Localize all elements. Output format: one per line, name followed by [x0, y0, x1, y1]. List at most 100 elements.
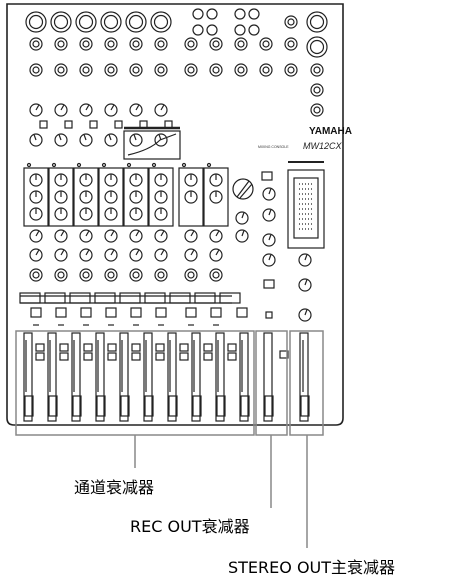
comp-switch-1: [40, 121, 47, 128]
aux-jack-top-ring: [285, 16, 297, 28]
line-jack-0-3-hole: [108, 41, 114, 47]
stereo-line-jack-1-2-ring: [235, 64, 247, 76]
line-jack-0-4-ring: [130, 38, 142, 50]
pan-knob-6-hole: [158, 272, 164, 278]
line-jack-1-2: [80, 64, 92, 76]
stereo-line-jack-1-3: [260, 64, 272, 76]
stereo-line-jack-1-0-hole: [188, 67, 194, 73]
aux2-knob-2-pointer: [61, 250, 64, 255]
aux1-knob-2: [55, 230, 67, 242]
aux-jack-1-ring: [285, 38, 297, 50]
line-jack-1-1-hole: [58, 67, 64, 73]
pan-knob-7-ring: [185, 269, 197, 281]
stereo-line-jack-0-0-hole: [188, 41, 194, 47]
comp-knob-4: [105, 104, 117, 116]
eq-knob-8-1: [210, 191, 222, 203]
peak-led-7: [183, 164, 186, 167]
on-button-3: [81, 308, 91, 317]
fader-btn-b-3: [84, 353, 92, 360]
line-jack-0-5-hole: [158, 41, 164, 47]
pan-knob-4-hole: [108, 272, 114, 278]
aux-jack-2-ring: [285, 64, 297, 76]
comp-knob-1-pointer: [36, 105, 39, 110]
xlr-input-6-inner: [155, 16, 168, 29]
aux-jack-2-hole: [288, 67, 294, 73]
out-jack-2-ring: [311, 84, 323, 96]
master-knob-2-pointer: [269, 210, 271, 215]
aux2-knob-3-pointer: [86, 250, 89, 255]
stereo-line-jack-0-2-ring: [235, 38, 247, 50]
eq-knob-1-0: [30, 174, 42, 186]
mute-strip-0: [20, 293, 40, 303]
eq-knob-5-1: [130, 191, 142, 203]
aux2-knob-7: [185, 249, 197, 261]
stereo-jack-0-0-1: [207, 9, 217, 19]
comp-knob-5-pointer: [136, 105, 139, 110]
pan-knob-3: [80, 269, 92, 281]
stereo-jack-1-0-0: [235, 9, 245, 19]
on-button-8: [211, 308, 221, 317]
on-button-6: [156, 308, 166, 317]
comp-knob-6: [155, 104, 167, 116]
eq-knob-2-0: [55, 174, 67, 186]
xlr-input-5: [126, 12, 146, 32]
eq-knob-1-2: [30, 208, 42, 220]
aux-jack-top-hole: [288, 19, 294, 25]
stereo-line-jack-0-2: [235, 38, 247, 50]
aux2-knob-5: [130, 249, 142, 261]
line-jack-0-0-ring: [30, 38, 42, 50]
fader-btn-a-9: [228, 344, 236, 351]
line-jack-0-5-ring: [155, 38, 167, 50]
aux2-knob-4-pointer: [111, 250, 114, 255]
eq-knob-1-1: [30, 191, 42, 203]
fader-btn-b-9: [228, 353, 236, 360]
line-jack-1-3: [105, 64, 117, 76]
stereo-level-knob-pointer: [305, 310, 307, 315]
hpf-knob-4-pointer: [109, 135, 111, 140]
aux1-knob-4: [105, 230, 117, 242]
aux1-knob-8: [210, 230, 222, 242]
eq-knob-3-1: [80, 191, 92, 203]
aux2-knob-3: [80, 249, 92, 261]
fader-btn-b-6: [156, 353, 164, 360]
fader-btn-b-7: [180, 353, 188, 360]
phones-xlr-inner: [311, 16, 324, 29]
line-jack-1-3-hole: [108, 67, 114, 73]
xlr-input-6: [151, 12, 171, 32]
fader-btn-b-4: [108, 353, 116, 360]
channel-fader-label: 通道衰减器: [74, 474, 154, 498]
fader-btn-b-5: [132, 353, 140, 360]
pan-knob-5: [130, 269, 142, 281]
out-jack-3-hole: [314, 107, 320, 113]
hpf-knob-2-pointer: [59, 135, 61, 140]
master-knob-3: [263, 234, 275, 246]
line-jack-0-4: [130, 38, 142, 50]
xlr-input-2: [51, 12, 71, 32]
out-jack-3: [311, 104, 323, 116]
eq-knob-4-0: [105, 174, 117, 186]
mute-strip-3: [95, 293, 115, 303]
aux1-knob-6-pointer: [161, 231, 164, 236]
mute-strip-7: [195, 293, 215, 303]
phones-xlr-2: [307, 37, 327, 57]
fader-btn-b-1: [36, 353, 44, 360]
stereo-jack-0-1-1: [207, 25, 217, 35]
line-jack-1-4-ring: [130, 64, 142, 76]
stereo-line-jack-1-0: [185, 64, 197, 76]
pan-knob-7-hole: [188, 272, 194, 278]
aux1-knob-5: [130, 230, 142, 242]
phones-xlr: [307, 12, 327, 32]
line-jack-0-0-hole: [33, 41, 39, 47]
line-jack-0-1: [55, 38, 67, 50]
xlr-input-3-inner: [80, 16, 93, 29]
comp-knob-4-pointer: [111, 105, 114, 110]
stereo-callout-box: [290, 331, 323, 435]
phones-knob: [299, 254, 311, 266]
line-jack-1-0-ring: [30, 64, 42, 76]
yamaha-logo: YAMAHA: [309, 126, 352, 137]
pan-knob-3-hole: [83, 272, 89, 278]
mute-strip-6: [170, 293, 190, 303]
pan-knob-8-ring: [210, 269, 222, 281]
line-jack-0-2: [80, 38, 92, 50]
stereo-line-jack-0-3: [260, 38, 272, 50]
